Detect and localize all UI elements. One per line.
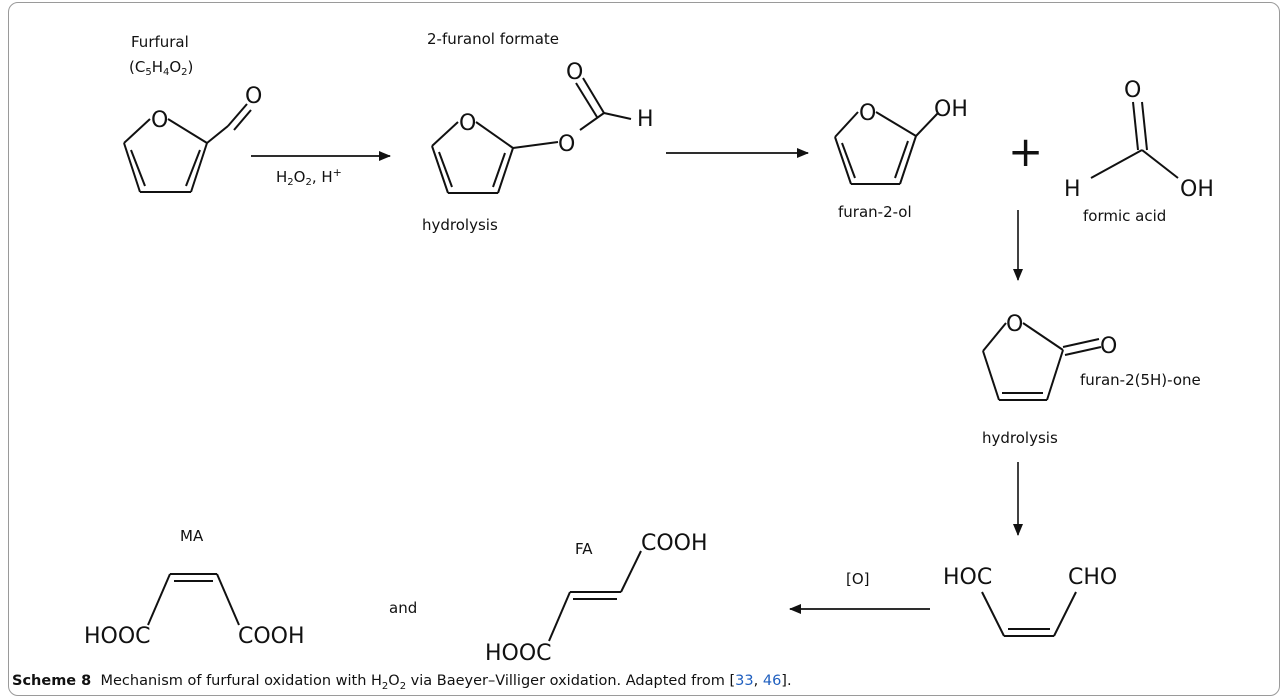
reagents-label: H2O2, H+ xyxy=(276,166,342,188)
figure-caption: Scheme 8 Mechanism of furfural oxidation… xyxy=(12,673,792,692)
caption-o: O xyxy=(388,673,400,689)
caption-label: Scheme 8 xyxy=(12,673,92,689)
furanol-formate-structure xyxy=(431,77,632,194)
caption-end: ]. xyxy=(781,673,792,689)
dialdehyde-right-group: CHO xyxy=(1068,565,1117,590)
furan-2-ol-label: furan-2-ol xyxy=(838,203,912,221)
furfural-ring-oxygen: O xyxy=(151,108,168,133)
dialdehyde-left-group: HOC xyxy=(943,565,992,590)
furfural-carbonyl-oxygen: O xyxy=(245,84,262,109)
fa-right-group: COOH xyxy=(641,531,708,556)
and-label: and xyxy=(389,599,417,617)
furanone-ring-oxygen: O xyxy=(1006,312,1023,337)
fumaric-acid-structure xyxy=(548,550,642,642)
oxidant-label: [O] xyxy=(846,570,870,588)
caption-sub-2: 2 xyxy=(399,680,407,692)
plus-sign: + xyxy=(1008,127,1043,176)
furan-2-ol-hydroxyl: OH xyxy=(934,97,968,122)
furfural-formula: (C5H4O2) xyxy=(129,58,193,78)
furfural-structure xyxy=(123,103,252,193)
ma-right-group: COOH xyxy=(238,624,305,649)
formic-acid-hydrogen: H xyxy=(1064,177,1081,202)
furanol-formate-label: 2-furanol formate xyxy=(427,30,559,48)
maleic-acid-structure xyxy=(147,573,240,626)
formate-ring-oxygen: O xyxy=(459,111,476,136)
reference-link-46[interactable]: 46 xyxy=(762,673,782,689)
caption-sep: , xyxy=(753,673,763,689)
figure-frame xyxy=(8,2,1280,696)
formic-acid-label: formic acid xyxy=(1083,207,1166,225)
ma-label: MA xyxy=(180,527,204,545)
caption-text-a: Mechanism of furfural oxidation with H xyxy=(91,673,382,689)
ma-left-group: HOOC xyxy=(84,624,151,649)
formic-acid-hydroxyl: OH xyxy=(1180,177,1214,202)
caption-text-b: via Baeyer–Villiger oxidation. Adapted f… xyxy=(406,673,736,689)
furanone-structure xyxy=(982,322,1102,401)
formic-acid-structure xyxy=(1090,101,1179,179)
caption-sub-1: 2 xyxy=(381,680,389,692)
hydrolysis-label-2: hydrolysis xyxy=(982,429,1058,447)
hydrolysis-label-1: hydrolysis xyxy=(422,216,498,234)
fa-left-group: HOOC xyxy=(485,641,552,666)
fa-label: FA xyxy=(575,540,593,558)
furanone-carbonyl-oxygen: O xyxy=(1100,334,1117,359)
dialdehyde-structure xyxy=(981,591,1077,637)
furanone-label: furan-2(5H)-one xyxy=(1080,371,1201,389)
formate-carbonyl-oxygen: O xyxy=(566,60,583,85)
formic-acid-oxygen: O xyxy=(1124,78,1141,103)
furfural-label: Furfural xyxy=(131,33,189,51)
formate-hydrogen: H xyxy=(637,107,654,132)
formate-ester-oxygen: O xyxy=(558,132,575,157)
furan-2-ol-structure xyxy=(834,111,939,185)
furan-2-ol-ring-oxygen: O xyxy=(859,101,876,126)
reference-link-33[interactable]: 33 xyxy=(735,673,754,689)
